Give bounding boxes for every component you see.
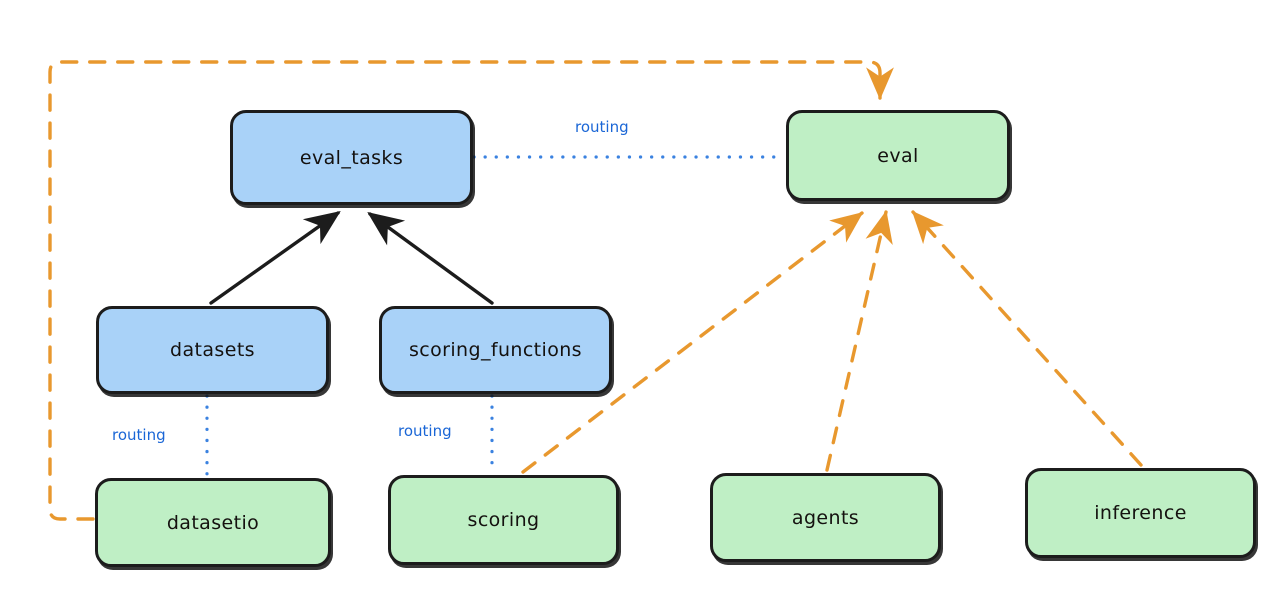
edge-label-routing-scoring-functions-scoring: routing	[398, 422, 452, 440]
edge-label-routing-datasets-datasetio: routing	[112, 426, 166, 444]
edge-scoring-functions-to-eval-tasks	[367, 211, 494, 305]
edge-agents-to-eval	[825, 210, 893, 472]
edge-datasets-to-eval-tasks	[209, 211, 341, 305]
node-datasets[interactable]: datasets	[96, 306, 329, 394]
node-inference[interactable]: inference	[1025, 468, 1256, 558]
node-agents[interactable]: agents	[710, 473, 941, 562]
node-scoring-functions[interactable]: scoring_functions	[379, 306, 612, 394]
node-label-eval-tasks: eval_tasks	[299, 146, 404, 169]
edge-label-routing-eval-tasks-eval: routing	[575, 118, 629, 136]
node-label-datasetio: datasetio	[166, 511, 260, 534]
node-label-eval: eval	[877, 144, 919, 167]
node-label-scoring-functions: scoring_functions	[409, 339, 582, 361]
edge-scoring-to-eval	[521, 211, 864, 474]
node-label-inference: inference	[1094, 502, 1187, 524]
edge-inference-to-eval	[911, 210, 1143, 467]
node-datasetio[interactable]: datasetio	[95, 478, 331, 567]
node-label-scoring: scoring	[467, 509, 540, 531]
node-label-agents: agents	[791, 506, 860, 529]
node-eval-tasks[interactable]: eval_tasks	[230, 110, 473, 205]
node-scoring[interactable]: scoring	[388, 475, 619, 565]
node-eval[interactable]: eval	[786, 110, 1010, 201]
edge-datasetio-to-eval	[48, 60, 894, 521]
node-label-datasets: datasets	[170, 339, 255, 361]
